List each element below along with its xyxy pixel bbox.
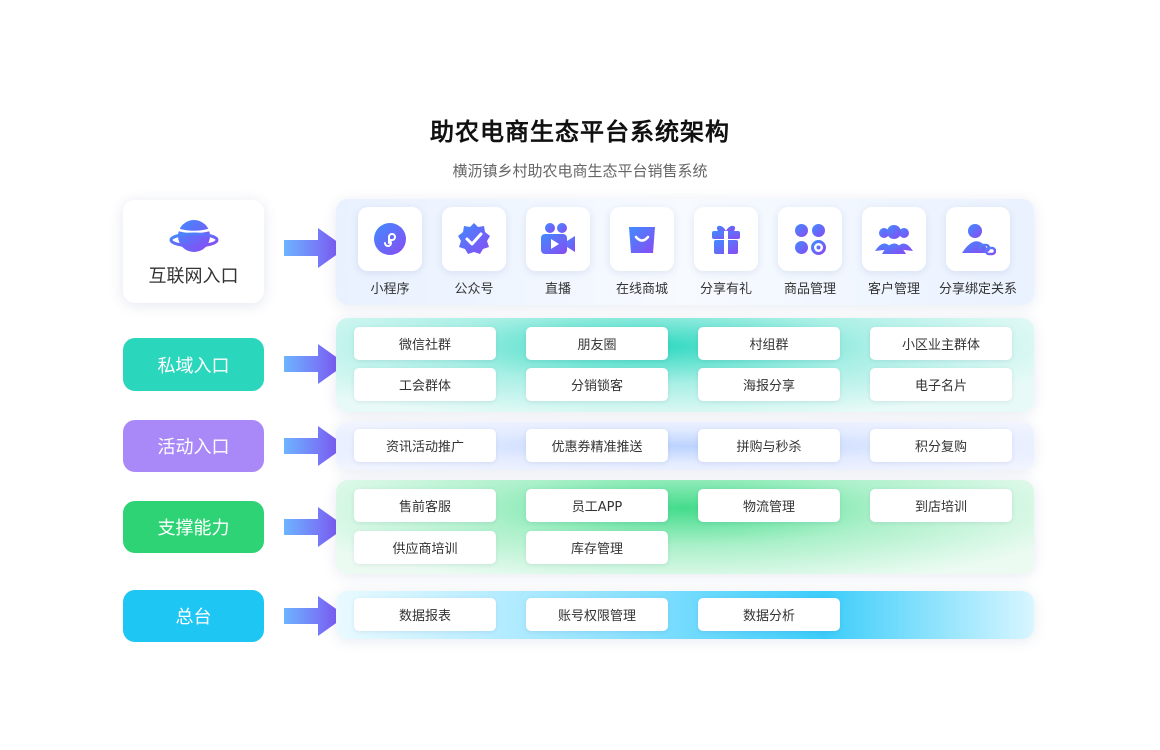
support-item: 库存管理 bbox=[526, 531, 668, 564]
live-camera-icon bbox=[541, 223, 575, 254]
platform-entry-label: 总台 bbox=[175, 607, 212, 628]
internet-entry-label: 互联网入口 bbox=[148, 265, 239, 287]
support-entry-card: 支撑能力 bbox=[123, 501, 264, 553]
support-item: 到店培训 bbox=[870, 489, 1012, 522]
app-share-gift[interactable]: 分享有礼 bbox=[694, 207, 758, 297]
support-panel: 售前客服 员工APP 物流管理 到店培训 供应商培训 库存管理 bbox=[336, 480, 1034, 574]
private-item: 朋友圈 bbox=[526, 327, 668, 360]
support-item: 员工APP bbox=[526, 489, 668, 522]
private-item: 微信社群 bbox=[354, 327, 496, 360]
private-item: 海报分享 bbox=[698, 368, 840, 401]
verified-badge-icon bbox=[458, 223, 490, 254]
planet-icon bbox=[169, 219, 218, 252]
app-product-management[interactable]: 商品管理 bbox=[778, 207, 842, 297]
arrow-icon bbox=[284, 426, 346, 466]
internet-apps-panel: 小程序 公众号 直播 在线商城 bbox=[336, 199, 1034, 305]
platform-panel: 数据报表 账号权限管理 数据分析 bbox=[336, 591, 1034, 639]
arrow-icon bbox=[284, 228, 346, 268]
app-live[interactable]: 直播 bbox=[526, 207, 590, 297]
support-item: 物流管理 bbox=[698, 489, 840, 522]
activity-item: 资讯活动推广 bbox=[354, 429, 496, 462]
activity-item: 优惠券精准推送 bbox=[526, 429, 668, 462]
gift-icon bbox=[712, 225, 740, 254]
platform-item: 账号权限管理 bbox=[526, 598, 668, 631]
page-subtitle: 横沥镇乡村助农电商生态平台销售系统 bbox=[452, 162, 708, 180]
private-entry-label: 私域入口 bbox=[157, 355, 230, 377]
private-item: 分销锁客 bbox=[526, 368, 668, 401]
arrow-icon bbox=[284, 507, 346, 547]
arrow-icon bbox=[284, 344, 346, 384]
arrow-icon bbox=[284, 596, 346, 636]
private-entry-card: 私域入口 bbox=[123, 338, 264, 391]
app-mini-program[interactable]: 小程序 bbox=[358, 207, 422, 297]
support-item: 供应商培训 bbox=[354, 531, 496, 564]
activity-item: 积分复购 bbox=[870, 429, 1012, 462]
private-item: 小区业主群体 bbox=[870, 327, 1012, 360]
support-item: 售前客服 bbox=[354, 489, 496, 522]
mini-program-icon bbox=[374, 223, 406, 255]
page-title: 助农电商生态平台系统架构 bbox=[430, 118, 730, 146]
internet-entry-card: 互联网入口 bbox=[123, 200, 264, 303]
activity-item: 拼购与秒杀 bbox=[698, 429, 840, 462]
product-grid-icon bbox=[795, 224, 826, 255]
platform-item: 数据报表 bbox=[354, 598, 496, 631]
customers-icon bbox=[875, 225, 913, 254]
private-item: 电子名片 bbox=[870, 368, 1012, 401]
private-item: 工会群体 bbox=[354, 368, 496, 401]
private-item: 村组群 bbox=[698, 327, 840, 360]
activity-panel: 资讯活动推广 优惠券精准推送 拼购与秒杀 积分复购 bbox=[336, 422, 1034, 470]
support-entry-label: 支撑能力 bbox=[157, 518, 230, 539]
app-customer-management[interactable]: 客户管理 bbox=[862, 207, 926, 297]
shopping-bag-icon bbox=[629, 227, 655, 253]
app-official-account[interactable]: 公众号 bbox=[442, 207, 506, 297]
platform-item: 数据分析 bbox=[698, 598, 840, 631]
app-online-mall[interactable]: 在线商城 bbox=[610, 207, 674, 297]
user-link-icon bbox=[962, 224, 996, 256]
platform-entry-card: 总台 bbox=[123, 590, 264, 642]
activity-entry-label: 活动入口 bbox=[157, 437, 230, 458]
private-panel: 微信社群 朋友圈 村组群 小区业主群体 工会群体 分销锁客 海报分享 电子名片 bbox=[336, 318, 1034, 412]
app-share-binding[interactable]: 分享绑定关系 bbox=[939, 207, 1017, 297]
activity-entry-card: 活动入口 bbox=[123, 420, 264, 472]
